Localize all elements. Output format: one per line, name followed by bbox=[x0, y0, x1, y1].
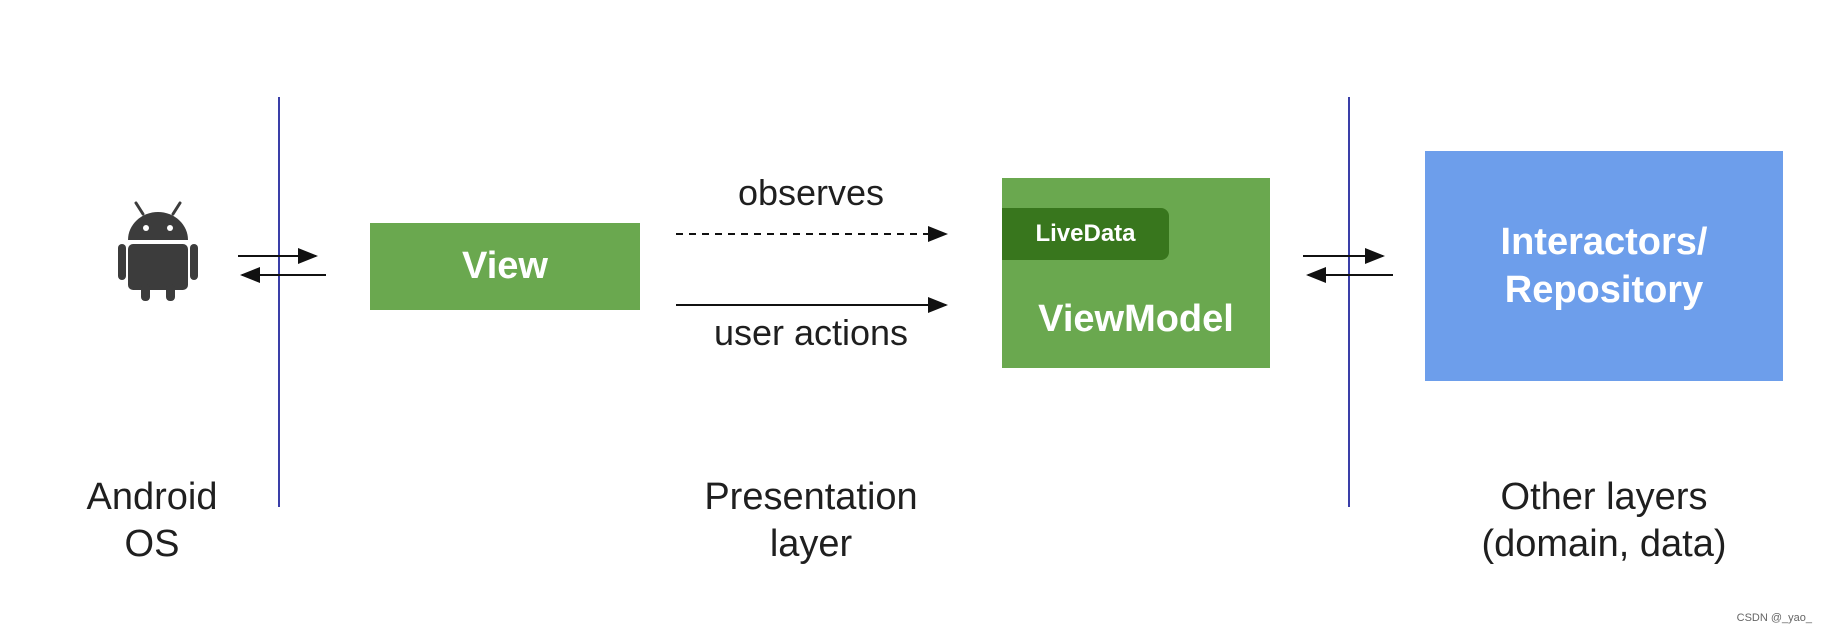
view-node-label: View bbox=[462, 245, 548, 287]
other-layers-label: Other layers (domain, data) bbox=[1434, 474, 1774, 568]
presentation-other-divider bbox=[1348, 97, 1350, 507]
repository-label-line-2: Repository bbox=[1504, 269, 1704, 311]
android-os-line-1: Android bbox=[86, 476, 218, 518]
user-actions-label: user actions bbox=[713, 312, 909, 353]
other-layers-line-2: (domain, data) bbox=[1481, 523, 1727, 565]
repository-node: Interactors/ Repository bbox=[1425, 151, 1783, 381]
android-os-layer-label: Android OS bbox=[52, 474, 252, 568]
viewmodel-node-label: ViewModel bbox=[1038, 298, 1234, 340]
watermark-text: CSDN @_yao_ bbox=[1736, 612, 1812, 624]
presentation-line-2: layer bbox=[769, 523, 853, 565]
observes-label: observes bbox=[737, 172, 885, 213]
presentation-line-1: Presentation bbox=[704, 476, 918, 518]
view-node: View bbox=[370, 223, 640, 310]
livedata-badge: LiveData bbox=[1002, 208, 1169, 260]
viewmodel-node: LiveData ViewModel bbox=[1002, 178, 1270, 368]
repository-label-line-1: Interactors/ bbox=[1500, 221, 1708, 263]
android-os-line-2: OS bbox=[124, 523, 180, 565]
presentation-layer-label: Presentation layer bbox=[661, 474, 961, 568]
other-layers-line-1: Other layers bbox=[1500, 476, 1708, 518]
android-presentation-divider bbox=[278, 97, 280, 507]
